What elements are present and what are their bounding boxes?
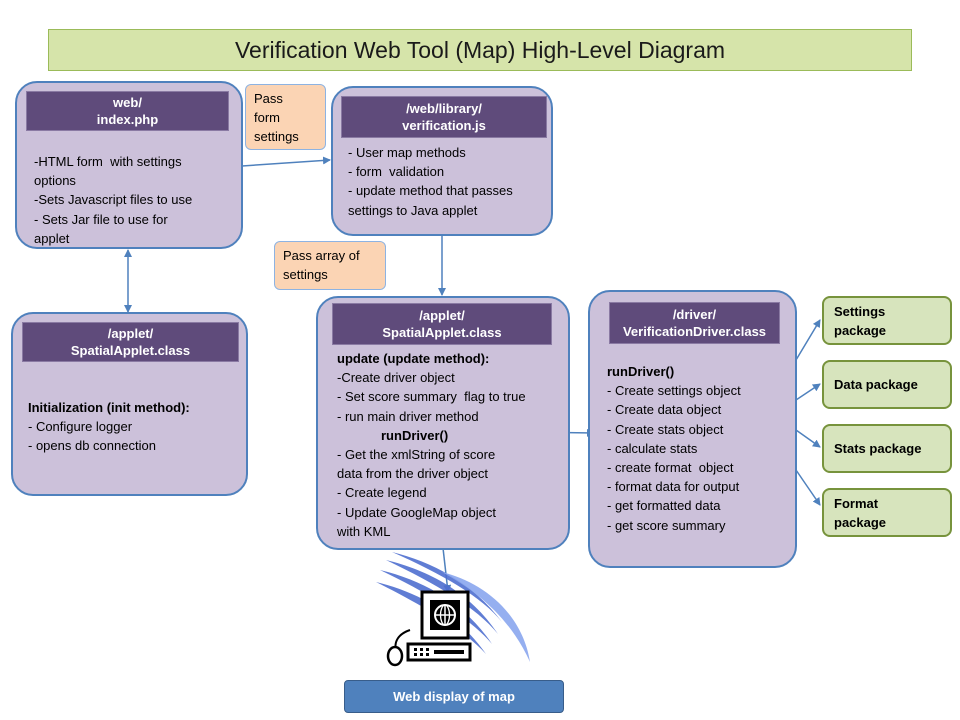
header-line: SpatialApplet.class bbox=[70, 343, 191, 358]
verification-js-body: - User map methods - form validation - u… bbox=[348, 143, 550, 220]
header-line: web/ bbox=[113, 95, 142, 110]
pass-array-settings-note: Pass array of settings bbox=[274, 241, 386, 290]
header-line: VerificationDriver.class bbox=[622, 324, 767, 339]
body-line: - get formatted data bbox=[607, 498, 721, 514]
body-line: - calculate stats bbox=[607, 440, 698, 456]
format-package: Format package bbox=[822, 488, 952, 537]
body-line: options bbox=[34, 173, 76, 189]
settings-package: Settings package bbox=[822, 296, 952, 345]
note-line: Pass bbox=[254, 91, 283, 106]
arrow-driver-to-settings-package bbox=[795, 319, 821, 361]
arrow-index-to-verification bbox=[241, 156, 331, 167]
body-line: - Update GoogleMap object bbox=[337, 504, 496, 520]
arrow-driver-to-stats-package bbox=[795, 429, 821, 448]
body-line: settings to Java applet bbox=[348, 202, 478, 218]
web-display-label: Web display of map bbox=[344, 680, 564, 713]
body-line: -Create driver object bbox=[337, 370, 455, 386]
applet-update-box: /applet/ SpatialApplet.class update (upd… bbox=[316, 296, 570, 550]
note-line: settings bbox=[283, 267, 328, 282]
package-label: Data package bbox=[834, 377, 918, 392]
index-php-box: web/ index.php -HTML form with settings … bbox=[15, 81, 243, 249]
body-line: - get score summary bbox=[607, 517, 726, 533]
body-line: with KML bbox=[337, 523, 391, 539]
body-line: -Sets Javascript files to use bbox=[34, 192, 193, 208]
body-line: - Create settings object bbox=[607, 383, 741, 399]
body-line: -HTML form with settings bbox=[34, 154, 182, 169]
body-line: - Set score summary flag to true bbox=[337, 389, 526, 405]
package-label: package bbox=[834, 514, 887, 530]
arrow-driver-to-data-package bbox=[795, 383, 821, 401]
body-line: - Create legend bbox=[337, 485, 427, 501]
body-line: - create format object bbox=[607, 460, 734, 476]
verification-js-header: /web/library/ verification.js bbox=[341, 96, 547, 138]
driver-box: /driver/ VerificationDriver.class runDri… bbox=[588, 290, 797, 568]
package-label: Settings bbox=[834, 303, 886, 319]
stats-package: Stats package bbox=[822, 424, 952, 473]
body-line: - Create data object bbox=[607, 402, 722, 418]
body-line: - run main driver method bbox=[337, 408, 479, 424]
body-line: - update method that passes bbox=[348, 183, 513, 199]
header-line: /applet/ bbox=[419, 308, 465, 323]
note-line: form bbox=[254, 110, 280, 125]
body-line: - Get the xmlString of score bbox=[337, 447, 496, 463]
diagram-title: Verification Web Tool (Map) High-Level D… bbox=[48, 29, 912, 71]
body-line: data from the driver object bbox=[337, 466, 489, 482]
header-line: SpatialApplet.class bbox=[382, 325, 502, 340]
body-line: - form validation bbox=[348, 164, 445, 180]
body-line: - format data for output bbox=[607, 479, 740, 495]
note-line: Pass array of bbox=[283, 248, 360, 263]
body-line: - Configure logger bbox=[28, 419, 133, 435]
index-php-header: web/ index.php bbox=[26, 91, 229, 131]
header-line: /driver/ bbox=[672, 307, 717, 322]
header-line: verification.js bbox=[402, 118, 486, 133]
body-heading: runDriver() bbox=[607, 364, 675, 379]
index-php-body: -HTML form with settings options -Sets J… bbox=[34, 152, 239, 248]
body-line: - Sets Jar file to use for bbox=[34, 211, 168, 227]
applet-init-body: Initialization (init method): - Configur… bbox=[28, 398, 243, 456]
header-line: index.php bbox=[96, 112, 159, 127]
note-line: settings bbox=[254, 129, 299, 144]
body-heading: update (update method): bbox=[337, 351, 490, 366]
computer-terminal-icon bbox=[376, 552, 530, 667]
body-line: - User map methods bbox=[348, 145, 466, 160]
arrow-driver-to-format-package bbox=[795, 469, 821, 506]
applet-update-body: update (update method): -Create driver o… bbox=[337, 349, 567, 541]
header-line: /web/library/ bbox=[406, 101, 482, 116]
applet-init-header: /applet/ SpatialApplet.class bbox=[22, 322, 239, 362]
applet-update-header: /applet/ SpatialApplet.class bbox=[332, 303, 552, 345]
package-label: package bbox=[834, 322, 887, 338]
body-line: - Create stats object bbox=[607, 421, 724, 437]
pass-form-settings-note: Pass form settings bbox=[245, 84, 326, 150]
data-package: Data package bbox=[822, 360, 952, 409]
header-line: /applet/ bbox=[107, 326, 154, 341]
body-heading: Initialization (init method): bbox=[28, 400, 190, 415]
driver-body: runDriver() - Create settings object - C… bbox=[607, 362, 795, 535]
verification-js-box: /web/library/ verification.js - User map… bbox=[331, 86, 553, 236]
arrow-applet-to-web-display bbox=[442, 547, 452, 593]
body-line: applet bbox=[34, 230, 70, 246]
driver-header: /driver/ VerificationDriver.class bbox=[609, 302, 780, 344]
body-line: - opens db connection bbox=[28, 438, 156, 454]
rundriver-call: runDriver() bbox=[381, 427, 449, 443]
package-label: Format bbox=[834, 495, 879, 511]
package-label: Stats package bbox=[834, 441, 922, 456]
applet-init-box: /applet/ SpatialApplet.class Initializat… bbox=[11, 312, 248, 496]
